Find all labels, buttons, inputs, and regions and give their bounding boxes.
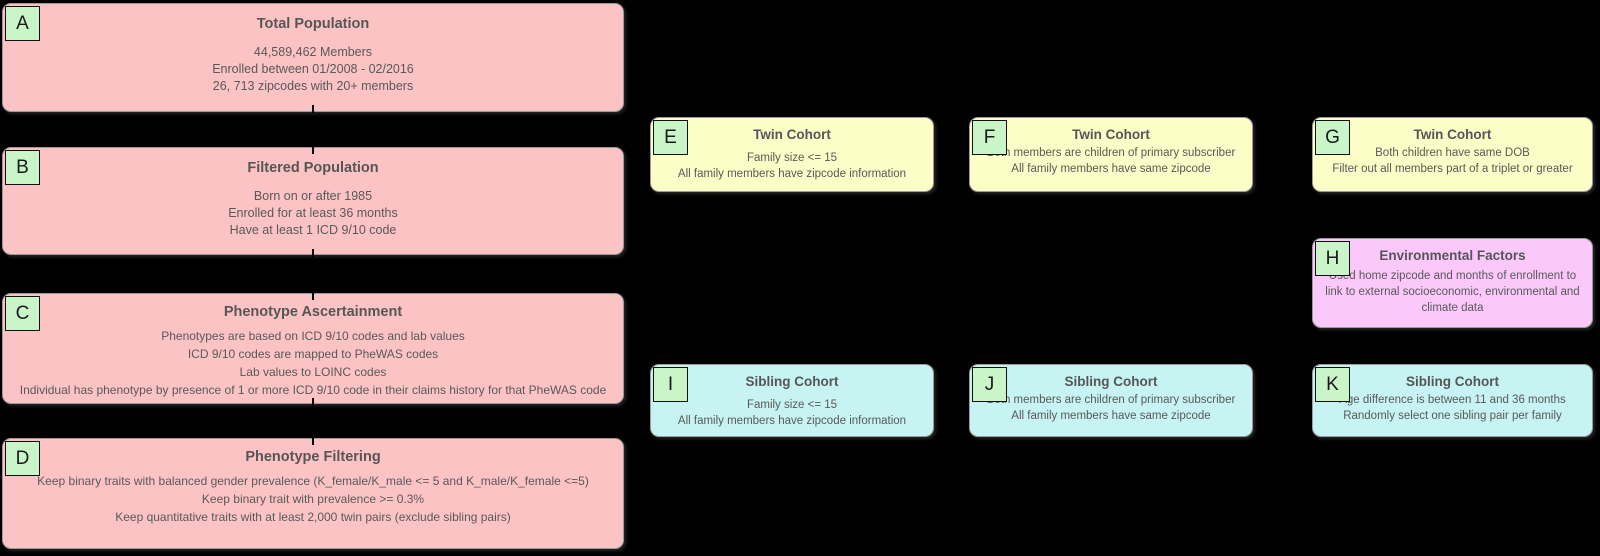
node-k-badge: K (1315, 367, 1350, 402)
node-f-letter: F (983, 126, 996, 148)
node-h-environmental-factors: H Environmental Factors Used home zipcod… (1312, 238, 1593, 328)
node-j-title: Sibling Cohort (1064, 374, 1158, 389)
node-j-sibling-cohort: J Sibling Cohort Both members are childr… (969, 364, 1253, 437)
node-h-line-3: climate data (1421, 302, 1484, 314)
node-h-badge: H (1315, 241, 1350, 276)
node-a-line-2: Enrolled between 01/2008 - 02/2016 (212, 62, 414, 76)
node-a-letter: A (16, 12, 29, 34)
node-a-badge: A (5, 6, 40, 41)
node-e-twin-cohort: E Twin Cohort Family size <= 15 All fami… (650, 117, 934, 192)
node-i-sibling-cohort: I Sibling Cohort Family size <= 15 All f… (650, 364, 934, 437)
node-a-title: Total Population (256, 16, 370, 32)
node-c-line-3: Lab values to LOINC codes (239, 365, 387, 379)
node-b-badge: B (5, 150, 40, 185)
node-j-line-2: All family members have same zipcode (1011, 410, 1211, 422)
node-b-line-3: Have at least 1 ICD 9/10 code (229, 223, 397, 237)
node-e-line-1: Family size <= 15 (746, 152, 838, 164)
node-b-filtered-population: B Filtered Population Born on or after 1… (2, 147, 624, 255)
node-f-line-2: All family members have same zipcode (1011, 163, 1211, 175)
node-f-title: Twin Cohort (1072, 127, 1150, 142)
node-b-letter: B (16, 156, 29, 178)
node-k-line-2: Randomly select one sibling pair per fam… (1343, 410, 1562, 422)
node-i-title: Sibling Cohort (745, 374, 839, 389)
connector-tick-c-top (312, 292, 314, 300)
node-h-letter: H (1325, 247, 1340, 269)
node-h-line-2: link to external socioeconomic, environm… (1325, 286, 1580, 298)
node-d-title: Phenotype Filtering (245, 449, 381, 465)
node-h-title: Environmental Factors (1379, 248, 1526, 263)
node-f-line-1: Both members are children of primary sub… (986, 147, 1236, 159)
node-e-line-2: All family members have zipcode informat… (677, 168, 907, 180)
node-a-line-3: 26, 713 zipcodes with 20+ members (212, 79, 414, 93)
node-k-letter: K (1326, 373, 1339, 395)
node-i-badge: I (653, 367, 688, 402)
node-d-phenotype-filtering: D Phenotype Filtering Keep binary traits… (2, 438, 624, 549)
node-g-twin-cohort: G Twin Cohort Both children have same DO… (1312, 117, 1593, 192)
node-c-badge: C (5, 296, 40, 331)
node-k-line-1: Age difference is between 11 and 36 mont… (1339, 394, 1566, 406)
node-j-line-1: Both members are children of primary sub… (986, 394, 1236, 406)
node-b-line-2: Enrolled for at least 36 months (228, 206, 398, 220)
node-e-badge: E (653, 120, 688, 155)
node-f-badge: F (972, 120, 1007, 155)
node-a-total-population: A Total Population 44,589,462 Members En… (2, 3, 624, 112)
node-g-badge: G (1315, 120, 1350, 155)
node-a-line-1: 44,589,462 Members (253, 45, 373, 59)
node-h-line-1: Used home zipcode and months of enrollme… (1328, 270, 1577, 282)
node-f-twin-cohort: F Twin Cohort Both members are children … (969, 117, 1253, 192)
node-i-line-2: All family members have zipcode informat… (677, 415, 907, 427)
node-c-phenotype-ascertainment: C Phenotype Ascertainment Phenotypes are… (2, 293, 624, 404)
node-c-line-1: Phenotypes are based on ICD 9/10 codes a… (161, 329, 465, 343)
connector-tick-a-bottom (312, 105, 314, 113)
node-i-letter: I (667, 373, 674, 395)
node-j-badge: J (972, 367, 1007, 402)
node-k-title: Sibling Cohort (1406, 374, 1499, 389)
node-d-letter: D (15, 447, 30, 469)
node-d-line-3: Keep quantitative traits with at least 2… (115, 510, 511, 524)
connector-tick-b-bottom (312, 249, 314, 257)
node-e-title: Twin Cohort (753, 127, 831, 142)
node-j-letter: J (984, 373, 995, 395)
node-b-line-1: Born on or after 1985 (253, 189, 373, 203)
node-g-line-1: Both children have same DOB (1375, 147, 1530, 159)
node-c-line-4: Individual has phenotype by presence of … (19, 383, 607, 397)
node-d-badge: D (5, 441, 40, 476)
connector-tick-c-bottom (312, 398, 314, 406)
node-g-title: Twin Cohort (1413, 127, 1492, 142)
connector-tick-b-top (312, 146, 314, 154)
node-d-line-1: Keep binary traits with balanced gender … (37, 474, 589, 488)
node-c-line-2: ICD 9/10 codes are mapped to PheWAS code… (187, 347, 439, 361)
node-g-line-2: Filter out all members part of a triplet… (1332, 163, 1573, 175)
node-b-title: Filtered Population (247, 160, 379, 176)
node-c-letter: C (15, 302, 30, 324)
node-c-title: Phenotype Ascertainment (223, 304, 403, 320)
node-i-line-1: Family size <= 15 (746, 399, 838, 411)
connector-tick-d-top (312, 437, 314, 445)
node-d-line-2: Keep binary trait with prevalence >= 0.3… (201, 492, 425, 506)
node-k-sibling-cohort: K Sibling Cohort Age difference is betwe… (1312, 364, 1593, 437)
node-e-letter: E (664, 126, 677, 148)
node-g-letter: G (1325, 126, 1340, 148)
